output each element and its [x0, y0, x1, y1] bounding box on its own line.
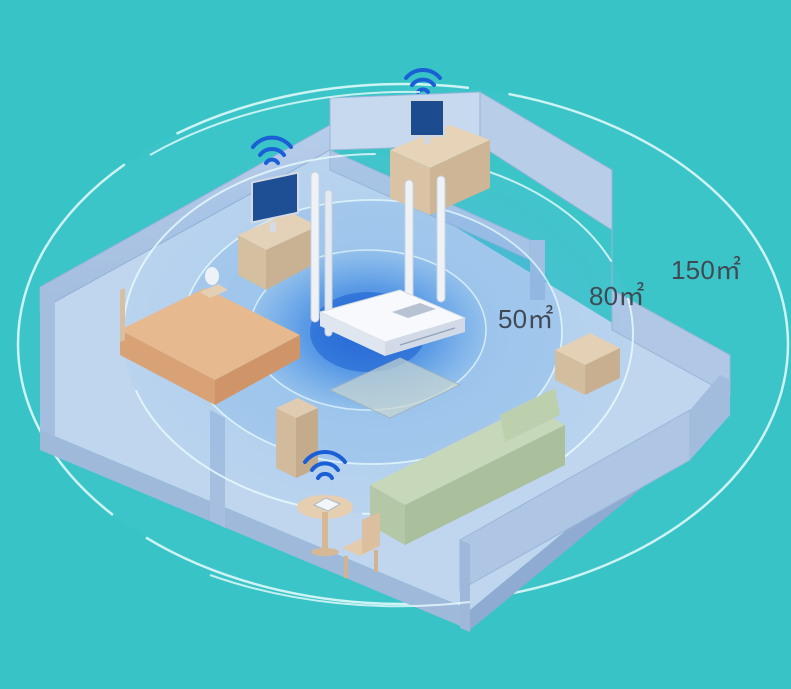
- lamp-shade: [205, 267, 219, 285]
- cabinet-front: [296, 408, 318, 478]
- chair-leg-2: [374, 550, 378, 572]
- wall-front-corner: [690, 375, 730, 460]
- wifi-icon-bottom: [303, 450, 347, 480]
- desk-top-upper: [390, 125, 490, 168]
- tv-cabinet-front: [266, 226, 318, 290]
- cabinet: [276, 398, 318, 478]
- side-cabinet-side: [555, 350, 585, 395]
- cabinet-top: [276, 398, 318, 418]
- coverage-label-80: 80㎡: [589, 281, 645, 311]
- router-antenna-3: [404, 179, 414, 309]
- lamp-icon: [200, 267, 228, 298]
- sofa-back: [500, 388, 560, 442]
- round-table-base: [311, 548, 339, 556]
- house-floor-edge-left: [40, 430, 470, 630]
- side-cabinet-front: [585, 348, 620, 395]
- bed-top: [120, 288, 300, 380]
- sofa-icon: [370, 388, 565, 545]
- coverage-label-50: 50㎡: [498, 304, 554, 334]
- monitor-icon: [409, 99, 445, 137]
- bed-headboard: [120, 288, 125, 342]
- bed-icon: [120, 288, 300, 405]
- router-body-side: [320, 312, 385, 356]
- bed-front: [215, 335, 300, 405]
- coverage-arc-bottom: [209, 574, 471, 608]
- sofa-front: [405, 425, 565, 545]
- router-icon: [310, 171, 467, 356]
- monitor-stand: [424, 136, 430, 144]
- bed-side: [120, 330, 215, 405]
- tablet-icon: [312, 497, 342, 512]
- wall-left-end: [40, 287, 55, 437]
- tv-cabinet-top: [238, 212, 318, 250]
- wifi-icon-left: [251, 135, 293, 165]
- coffee-table: [328, 357, 462, 419]
- side-cabinet: [555, 333, 620, 395]
- coffee-table-top: [328, 357, 462, 419]
- router-logo: [392, 303, 436, 318]
- coverage-label-150: 150㎡: [671, 255, 742, 285]
- tv-stand: [270, 222, 276, 232]
- tv-cabinet-side: [238, 235, 266, 290]
- left-room-tv: [238, 171, 318, 290]
- tv-icon: [251, 171, 299, 224]
- table-icon: [297, 495, 353, 556]
- round-table-leg: [322, 512, 328, 550]
- router-lights: [399, 327, 456, 346]
- coverage-arc-top: [149, 90, 421, 156]
- chair-icon: [342, 512, 380, 578]
- wall-front-post: [460, 540, 470, 632]
- chair-leg-1: [344, 556, 348, 578]
- router-antenna-4: [436, 175, 446, 303]
- router-antenna-1: [310, 171, 320, 323]
- cabinet-side: [276, 408, 296, 478]
- side-cabinet-top: [555, 333, 620, 365]
- router-antenna-2: [324, 189, 333, 337]
- chair-back: [362, 512, 380, 554]
- lamp-table: [200, 284, 228, 298]
